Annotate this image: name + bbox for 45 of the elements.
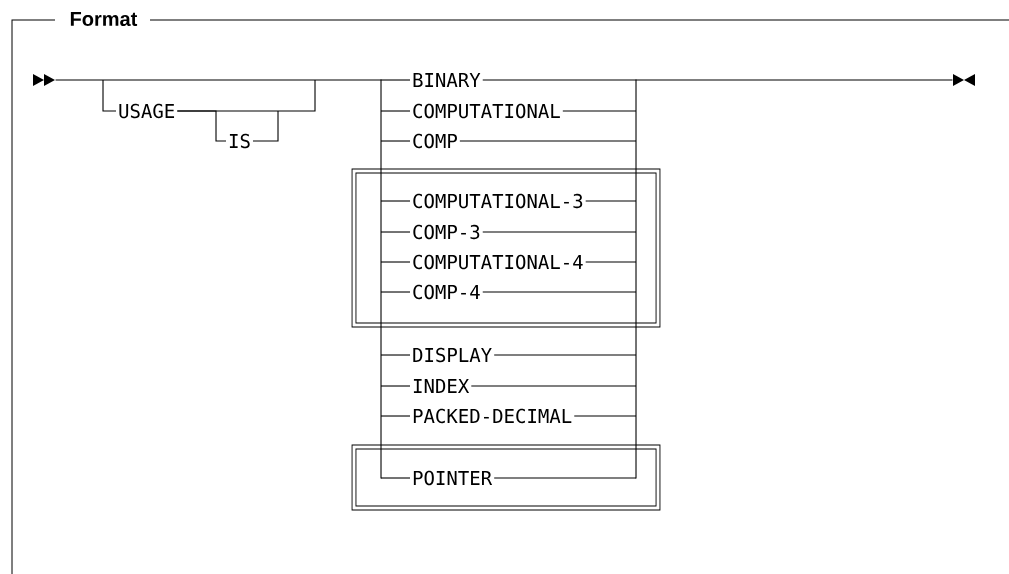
track-line [380, 415, 411, 417]
track-line [380, 200, 411, 202]
track-line [380, 110, 411, 112]
keyword: IS [229, 133, 250, 149]
track-line [380, 231, 411, 233]
keyword: PACKED-DECIMAL [413, 408, 572, 424]
track-line [380, 261, 411, 263]
track-line [252, 110, 279, 142]
keyword: COMP-3 [413, 224, 480, 240]
track-line [380, 385, 411, 387]
track-line [573, 415, 637, 417]
track-line [380, 354, 411, 356]
keyword: COMPUTATIONAL [413, 103, 560, 119]
keyword: DISPLAY [413, 347, 492, 363]
track-line [482, 231, 637, 233]
track-line [635, 79, 953, 81]
keyword: COMPUTATIONAL-4 [413, 254, 583, 270]
keyword: COMP [413, 133, 457, 149]
track-line [102, 79, 117, 112]
track-line [493, 354, 637, 356]
end-marker [953, 74, 975, 86]
track-line [482, 291, 637, 293]
track-line [459, 140, 637, 142]
keyword: USAGE [119, 103, 175, 119]
track-line [176, 79, 316, 112]
track-line [493, 477, 637, 479]
keyword: INDEX [413, 379, 470, 393]
track-line [585, 200, 637, 202]
track-line [380, 140, 411, 142]
track-line [470, 385, 637, 387]
track-line [585, 261, 637, 263]
track-line [55, 79, 382, 81]
track-line [482, 79, 637, 81]
keyword: COMP-4 [413, 284, 480, 300]
start-marker [33, 74, 55, 86]
diagram-title: Format [70, 12, 138, 26]
track-line [380, 79, 411, 81]
track-line [380, 477, 411, 479]
keyword: POINTER [413, 470, 493, 486]
keyword: BINARY [413, 73, 481, 87]
double-box [351, 444, 661, 511]
track-line [562, 110, 637, 112]
track-line [380, 291, 411, 293]
double-box [351, 168, 661, 328]
keyword: COMPUTATIONAL-3 [413, 193, 583, 209]
